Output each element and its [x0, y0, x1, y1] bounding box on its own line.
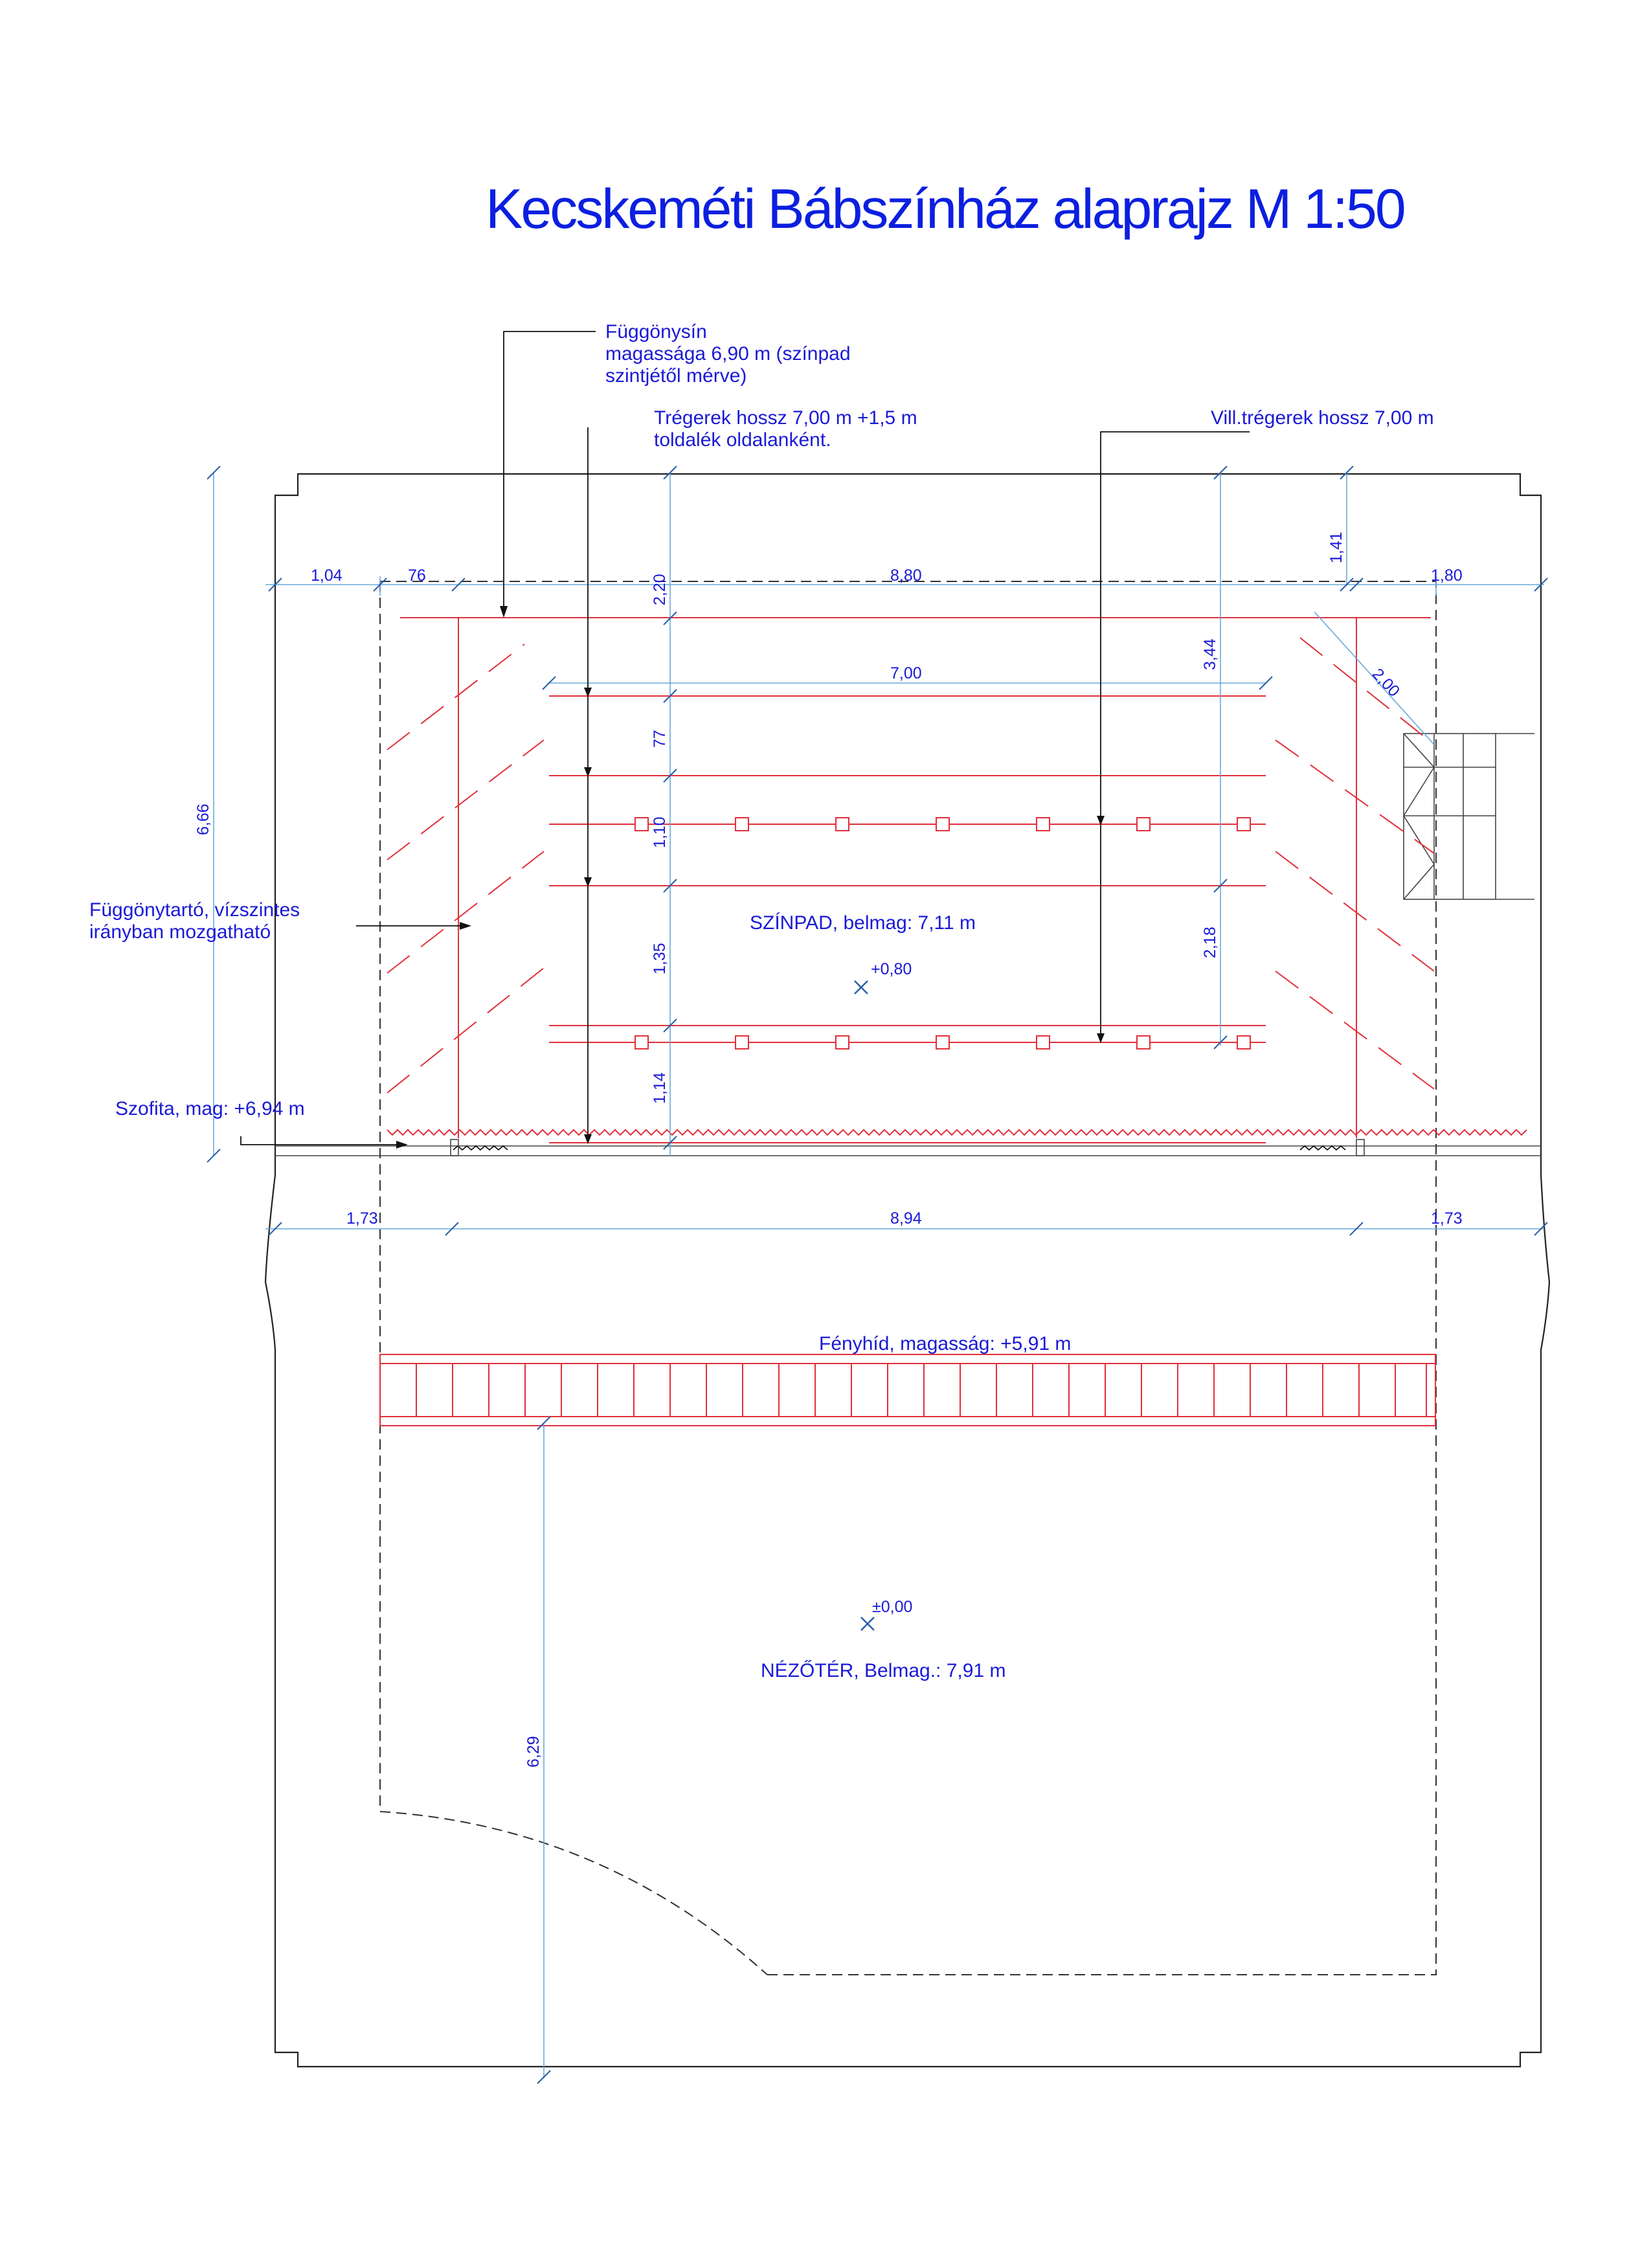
note-soffit: Szofita, mag: +6,94 m [115, 1098, 305, 1119]
dim-76: 76 [408, 567, 426, 585]
lamp-row-1 [635, 817, 1251, 831]
right-wing-flats [1275, 637, 1435, 1090]
dim-3-44: 3,44 [1201, 638, 1219, 670]
dim-7-00: 7,00 [890, 664, 922, 682]
building-outline [264, 473, 1551, 2068]
dim-2-18: 2,18 [1201, 926, 1219, 958]
dim-6-66: 6,66 [194, 803, 212, 835]
proscenium-detail-left [453, 1145, 508, 1151]
dim-1-10: 1,10 [651, 816, 669, 848]
proscenium-detail-right [1299, 1145, 1346, 1151]
dashed-room-outline [379, 581, 1437, 1975]
dim-8-80: 8,80 [890, 567, 922, 585]
dimension-lines [207, 466, 1548, 2084]
dim-1-73-left: 1,73 [346, 1209, 378, 1228]
proscenium-pillar-left [450, 1139, 459, 1156]
note-battens-2: toldalék oldalanként. [654, 429, 831, 451]
lamp-row-2 [635, 1035, 1251, 1050]
label-auditorium: NÉZŐTÉR, Belmag.: 7,91 m [761, 1660, 1005, 1681]
note-curtain-rail-1: Függönysín [605, 321, 707, 342]
stage-rigging [387, 617, 1527, 1156]
note-electric-battens: Vill.trégerek hossz 7,00 m [1211, 407, 1434, 429]
dim-1-14: 1,14 [651, 1072, 669, 1104]
soffit-zigzag [387, 1128, 1527, 1136]
level-marker-icon [854, 980, 868, 994]
leader-curtain-rail [503, 331, 596, 614]
label-light-bridge: Fényhíd, magasság: +5,91 m [819, 1333, 1071, 1354]
label-stage: SZÍNPAD, belmag: 7,11 m [750, 912, 976, 934]
proscenium-pillar-right [1356, 1139, 1365, 1156]
dim-1-35: 1,35 [651, 943, 669, 974]
dim-line-diagonal-2-00 [1314, 611, 1435, 745]
dim-6-29: 6,29 [524, 1736, 543, 1768]
dim-8-94: 8,94 [890, 1209, 922, 1228]
drawing-title: Kecskeméti Bábszínház alaprajz M 1:50 [486, 178, 1404, 240]
level-marker-icon [860, 1617, 875, 1631]
dim-1-80: 1,80 [1431, 567, 1463, 585]
note-curtain-holder-1: Függönytartó, vízszintes [89, 899, 300, 921]
label-auditorium-level: ±0,00 [872, 1598, 912, 1616]
door-swing-arc [379, 1811, 768, 1975]
light-bridge [379, 1354, 1436, 1426]
label-stage-level: +0,80 [871, 960, 912, 978]
note-curtain-rail-3: szintjétől mérve) [605, 365, 747, 387]
dim-ticks [207, 466, 1548, 2084]
note-curtain-rail-2: magassága 6,90 m (színpad [605, 343, 851, 365]
dim-2-00: 2,00 [1369, 665, 1404, 701]
dim-1-04: 1,04 [311, 567, 343, 585]
dim-1-41: 1,41 [1327, 532, 1345, 563]
leader-soffit [240, 1136, 405, 1145]
side-stairs [1403, 733, 1534, 900]
dim-77: 77 [651, 730, 669, 748]
left-wing-flats [387, 644, 545, 1094]
note-battens-1: Trégerek hossz 7,00 m +1,5 m [654, 407, 917, 429]
dim-2-20: 2,20 [651, 574, 669, 605]
leader-lines [240, 331, 1250, 1149]
light-bridge-slats [416, 1364, 1427, 1417]
dim-1-73-right: 1,73 [1431, 1209, 1463, 1228]
note-curtain-holder-2: irányban mozgatható [89, 921, 271, 943]
leader-electric-battens [1100, 431, 1250, 1042]
